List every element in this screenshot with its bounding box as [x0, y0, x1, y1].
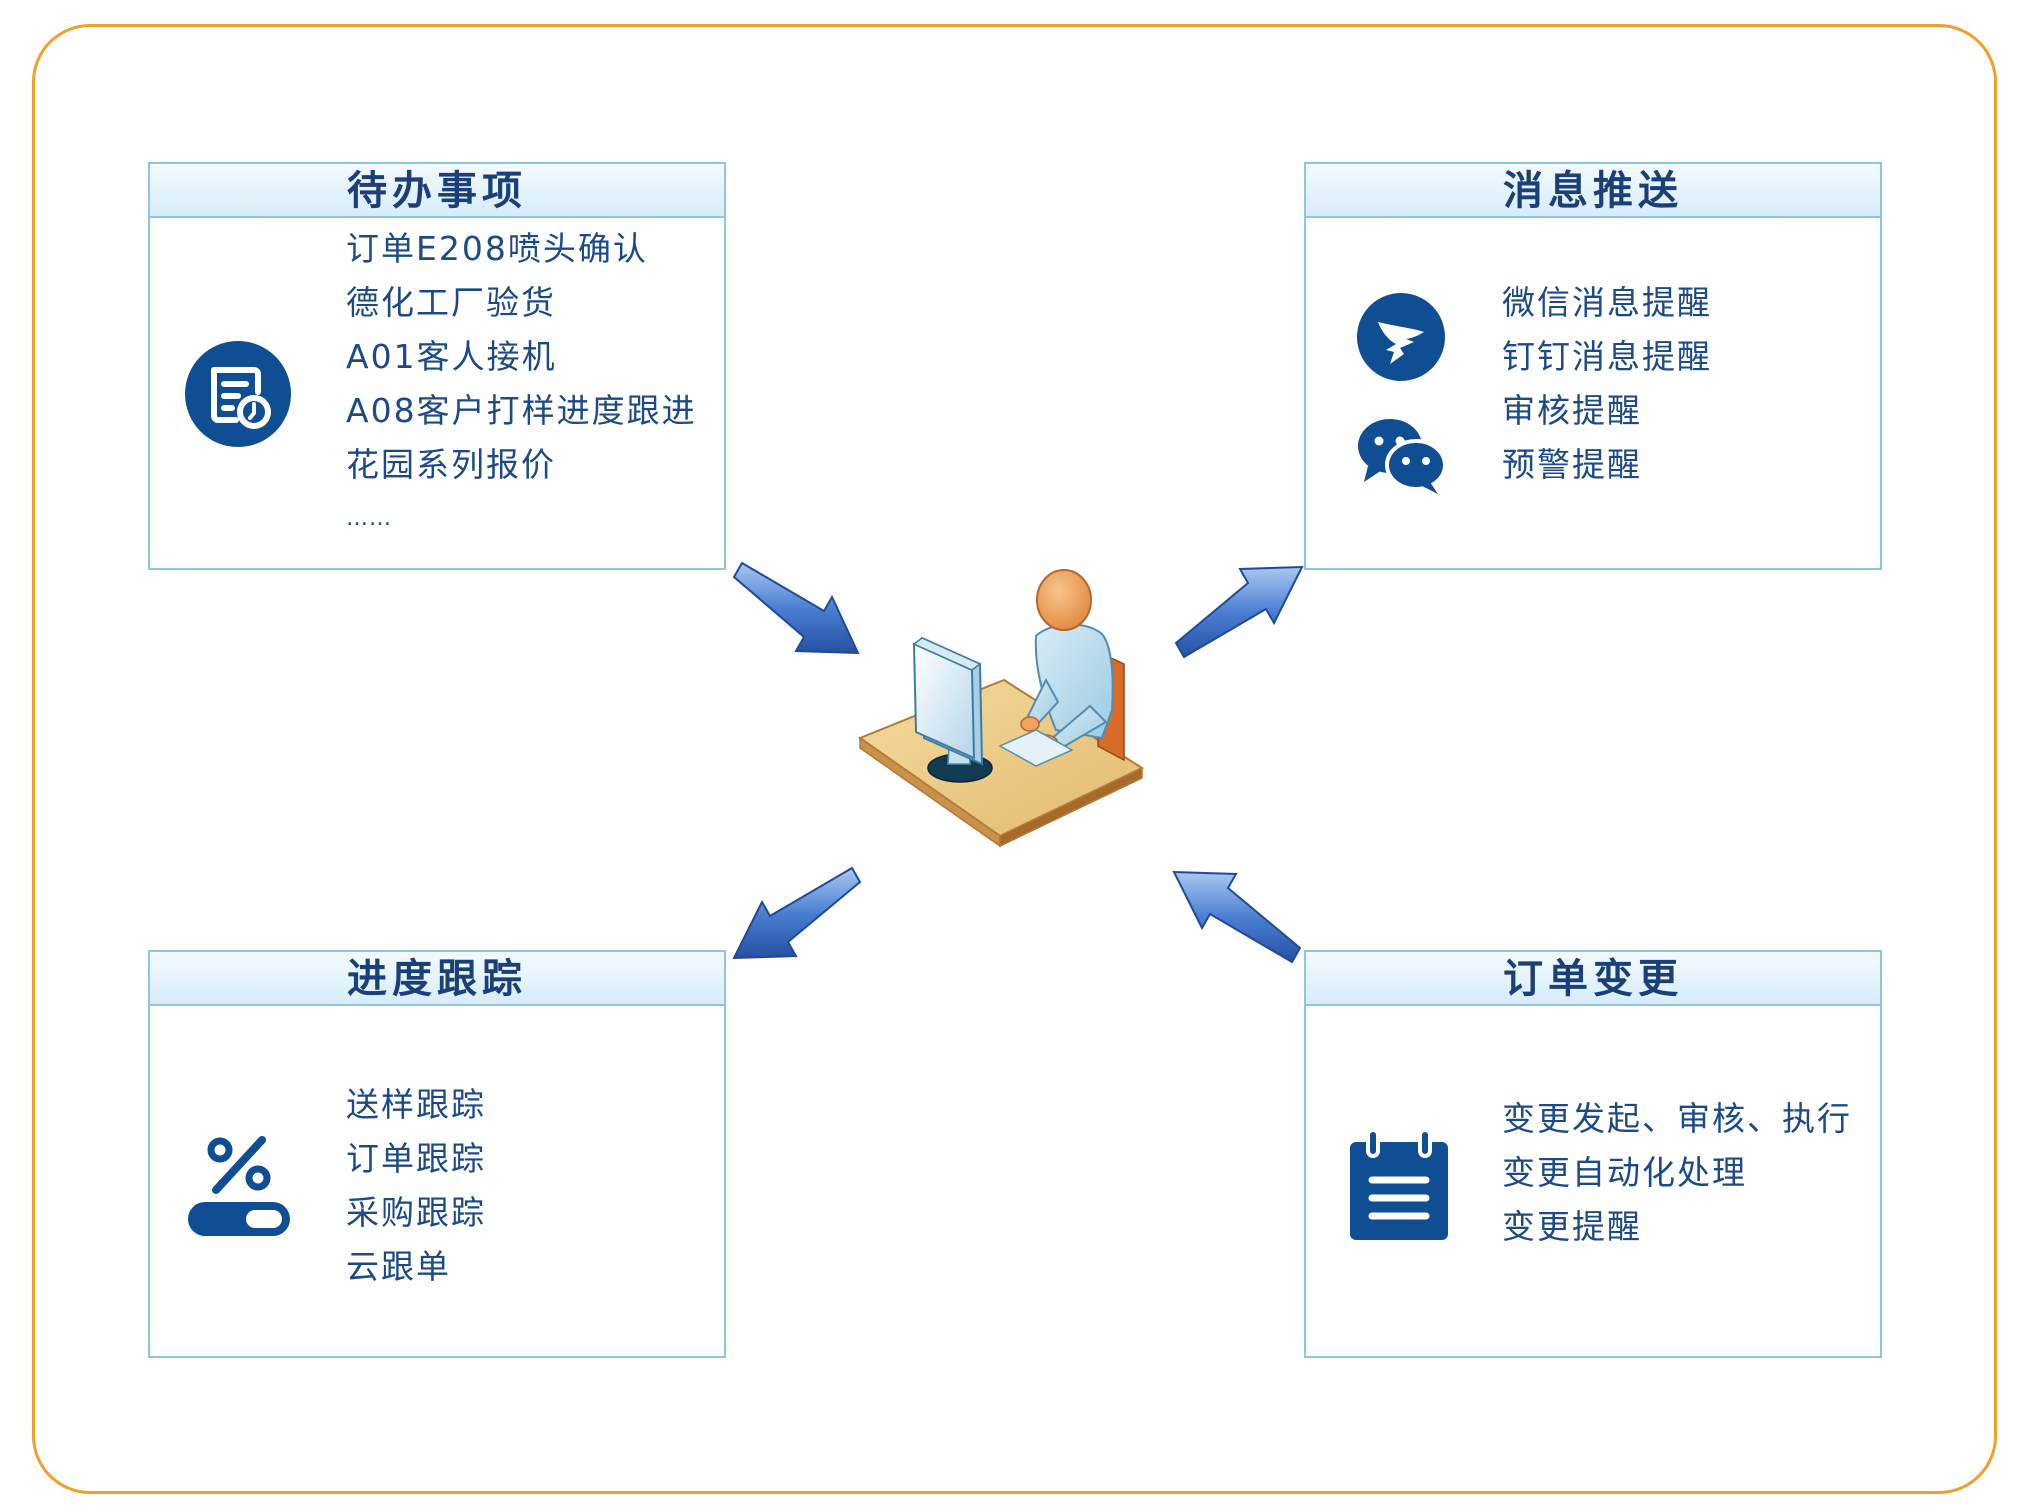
wechat-icon [1356, 416, 1448, 500]
arrow-order-change-to-user [1172, 870, 1302, 964]
user-at-computer-icon [857, 569, 1145, 848]
panel-order-change: 订单变更 变更发起、审核、执行 变更自动化处理 变更提醒 [1304, 950, 1882, 1358]
panel-todo-list: 订单E208喷头确认 德化工厂验货 A01客人接机 A08客户打样进度跟进 花园… [346, 222, 697, 546]
panel-todo: 待办事项 订单E208喷头确认 德化工厂验货 A01客人接机 A08客户打样进度… [148, 162, 726, 570]
todo-item: 花园系列报价 [346, 445, 556, 484]
panel-order-change-title: 订单变更 [1306, 952, 1880, 1006]
arrow-user-to-message [1174, 565, 1304, 659]
todo-item: A01客人接机 [346, 337, 557, 376]
arrow-user-to-progress [732, 866, 862, 960]
todo-item: 德化工厂验货 [346, 283, 556, 322]
message-item: 钉钉消息提醒 [1502, 337, 1712, 376]
outer-frame [32, 24, 1997, 1494]
todo-item: A08客户打样进度跟进 [346, 391, 697, 430]
arrow-todo-to-user [732, 561, 860, 655]
panel-order-change-list: 变更发起、审核、执行 变更自动化处理 变更提醒 [1502, 1092, 1852, 1254]
progress-percent-icon [184, 1132, 294, 1246]
panel-progress: 进度跟踪 送样跟踪 订单跟踪 采购跟踪 云跟单 [148, 950, 726, 1358]
progress-item: 云跟单 [346, 1247, 451, 1286]
progress-item: 采购跟踪 [346, 1193, 486, 1232]
todo-list-clock-icon [184, 340, 292, 452]
todo-item: 订单E208喷头确认 [346, 229, 648, 268]
progress-item: 送样跟踪 [346, 1085, 486, 1124]
dingtalk-icon [1356, 292, 1446, 386]
panel-message-title: 消息推送 [1306, 164, 1880, 218]
panel-message-list: 微信消息提醒 钉钉消息提醒 审核提醒 预警提醒 [1502, 276, 1712, 492]
todo-item: …… [346, 506, 392, 531]
progress-item: 订单跟踪 [346, 1139, 486, 1178]
order-change-item: 变更自动化处理 [1502, 1153, 1747, 1192]
order-change-item: 变更发起、审核、执行 [1502, 1099, 1852, 1138]
message-item: 审核提醒 [1502, 391, 1642, 430]
order-change-item: 变更提醒 [1502, 1207, 1642, 1246]
message-item: 预警提醒 [1502, 445, 1642, 484]
calendar-notes-icon [1346, 1128, 1452, 1248]
panel-todo-title: 待办事项 [150, 164, 724, 218]
panel-message: 消息推送 微信消息提醒 钉钉消息提醒 审核提醒 预警提醒 [1304, 162, 1882, 570]
message-item: 微信消息提醒 [1502, 283, 1712, 322]
panel-progress-list: 送样跟踪 订单跟踪 采购跟踪 云跟单 [346, 1078, 486, 1294]
panel-progress-title: 进度跟踪 [150, 952, 724, 1006]
